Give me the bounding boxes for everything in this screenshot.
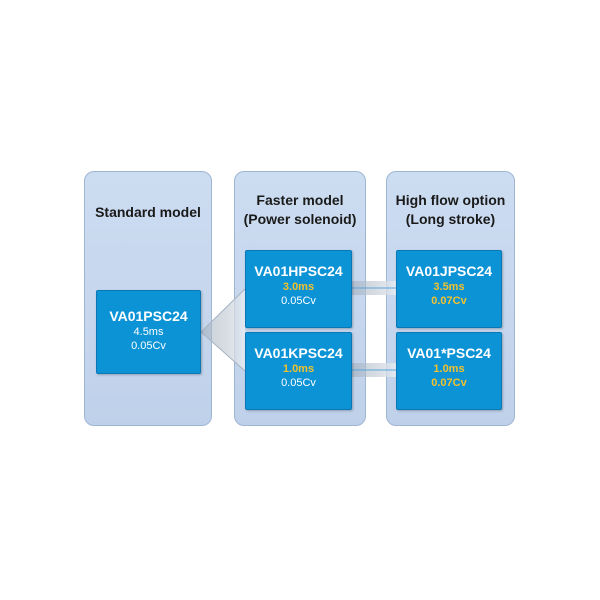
model-box-va01psc24: VA01PSC24 4.5ms 0.05Cv [96,290,201,374]
connector-standard-to-h-line [200,288,246,333]
high-flow-title: High flow option (Long stroke) [387,191,514,229]
high-flow-title-line-1: High flow option [395,192,506,208]
model-flow-rate: 0.05Cv [281,377,316,389]
model-box-va01-star-psc24: VA01*PSC24 1.0ms 0.07Cv [396,332,502,410]
model-flow-rate: 0.07Cv [431,295,467,307]
connector-standard-to-faster [201,289,245,371]
model-response-time: 3.5ms [433,281,465,293]
model-name: VA01PSC24 [109,308,188,324]
faster-model-title-line-1: Faster model [256,192,344,208]
model-response-time: 1.0ms [433,363,465,375]
model-flow-rate: 0.07Cv [431,377,467,389]
connector-standard-to-k-line [200,331,246,372]
standard-model-title: Standard model [85,203,211,222]
model-name: VA01JPSC24 [405,263,493,279]
model-response-time: 4.5ms [133,326,164,338]
faster-model-title: Faster model (Power solenoid) [235,191,365,229]
model-name: VA01HPSC24 [254,263,343,279]
model-flow-rate: 0.05Cv [281,295,316,307]
model-response-time: 1.0ms [282,363,315,375]
model-box-va01kpsc24: VA01KPSC24 1.0ms 0.05Cv [245,332,352,410]
model-box-va01jpsc24: VA01JPSC24 3.5ms 0.07Cv [396,250,502,328]
high-flow-title-line-2: (Long stroke) [405,211,496,227]
faster-model-title-line-2: (Power solenoid) [243,211,357,227]
standard-model-title-line: Standard model [95,204,201,220]
model-name: VA01*PSC24 [407,345,491,361]
model-flow-rate: 0.05Cv [131,340,166,352]
model-name: VA01KPSC24 [254,345,343,361]
model-box-va01hpsc24: VA01HPSC24 3.0ms 0.05Cv [245,250,352,328]
model-response-time: 3.0ms [282,281,315,293]
